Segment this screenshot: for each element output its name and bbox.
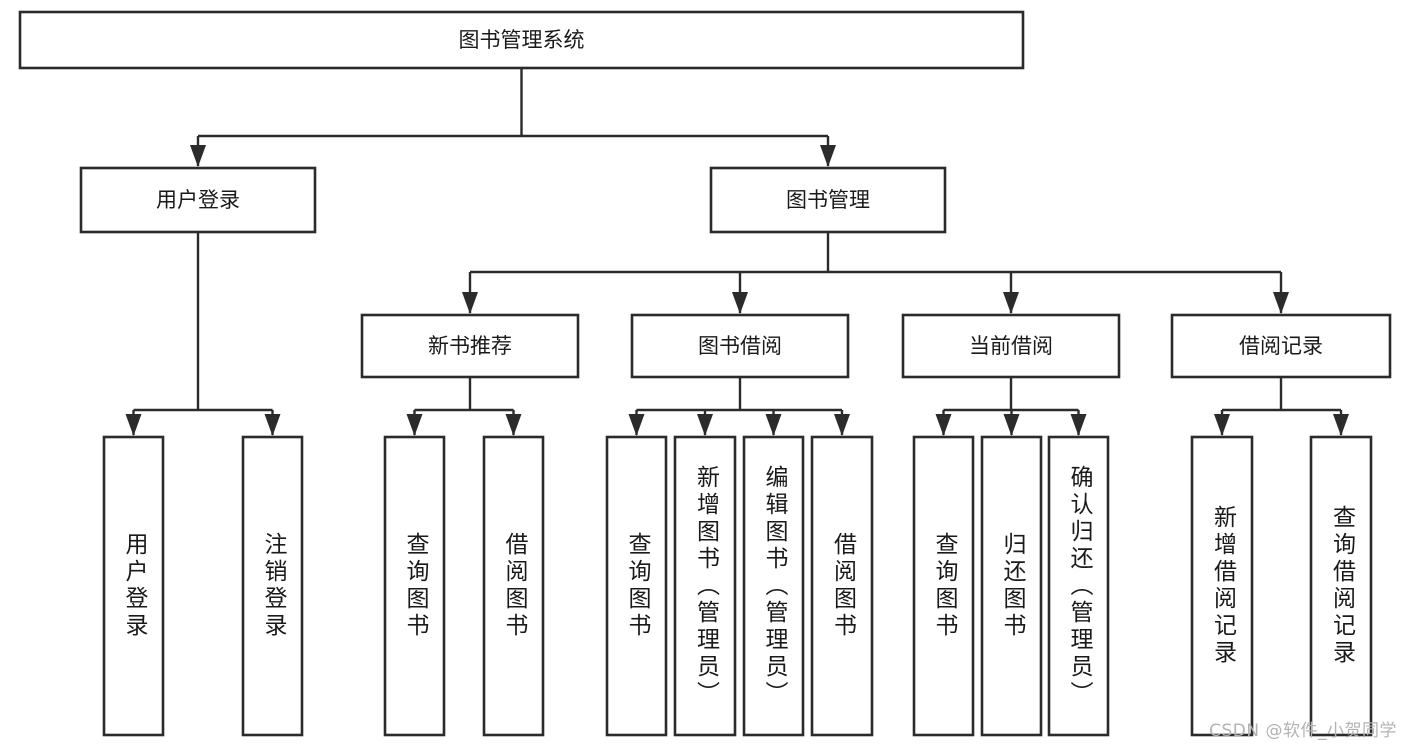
- arrow-head-icon: [820, 145, 836, 167]
- node-leaf-add-record[interactable]: [1190, 435, 1254, 737]
- arrow-head-icon: [628, 414, 645, 436]
- arrow-head-icon: [1003, 414, 1020, 436]
- node-book_borrow[interactable]: [630, 313, 850, 379]
- node-leaf-user-login[interactable]: [102, 435, 165, 737]
- arrow-head-icon: [697, 414, 713, 436]
- root-node-label: 图书管理系统: [459, 28, 585, 52]
- node-leaf-query-record[interactable]: [1309, 435, 1373, 737]
- arrow-head-icon: [505, 414, 522, 436]
- node-leaf-query-book-borrow[interactable]: [605, 435, 668, 737]
- arrow-head-icon: [834, 414, 850, 436]
- node-leaf-borrow-book[interactable]: [810, 435, 874, 737]
- arrow-head-icon: [462, 292, 478, 314]
- node-label-book_manage: 图书管理: [786, 188, 870, 212]
- arrow-head-icon: [1214, 414, 1230, 436]
- node-borrow_record[interactable]: [1170, 313, 1392, 379]
- node-label-book_borrow: 图书借阅: [698, 334, 782, 358]
- node-leaf-confirm-return[interactable]: [1047, 435, 1110, 737]
- node-label-current_borrow: 当前借阅: [969, 334, 1053, 358]
- csdn-watermark: CSDN @软件_小贺同学: [1209, 721, 1397, 741]
- node-current_borrow[interactable]: [901, 313, 1121, 379]
- node-leaf-add-book[interactable]: [673, 435, 737, 737]
- arrow-head-icon: [1273, 292, 1289, 314]
- arrow-head-icon: [264, 414, 281, 436]
- arrow-head-icon: [1333, 414, 1349, 436]
- node-leaf-logout[interactable]: [241, 435, 304, 737]
- node-new_book_rec[interactable]: [360, 313, 580, 379]
- node-leaf-query-book-cur[interactable]: [912, 435, 975, 737]
- arrow-head-icon: [732, 292, 748, 314]
- node-root[interactable]: [18, 10, 1025, 70]
- arrow-head-icon: [1003, 292, 1019, 314]
- node-leaf-borrow-book-rec[interactable]: [482, 435, 545, 737]
- node-label-new_book_rec: 新书推荐: [428, 334, 512, 358]
- node-leaf-query-book-rec[interactable]: [383, 435, 446, 737]
- arrow-head-icon: [1070, 414, 1087, 436]
- node-user_login[interactable]: [79, 166, 317, 234]
- connector-lines: [125, 68, 1349, 436]
- arrow-head-icon: [125, 414, 142, 436]
- node-leaf-edit-book[interactable]: [742, 435, 805, 737]
- node-label-user_login: 用户登录: [156, 188, 240, 212]
- arrow-head-icon: [190, 145, 206, 167]
- node-label-borrow_record: 借阅记录: [1239, 334, 1323, 358]
- arrow-head-icon: [406, 414, 423, 436]
- arrow-head-icon: [935, 414, 952, 436]
- node-book_manage[interactable]: [709, 166, 947, 234]
- node-leaf-return-book[interactable]: [980, 435, 1043, 737]
- arrow-head-icon: [765, 414, 782, 436]
